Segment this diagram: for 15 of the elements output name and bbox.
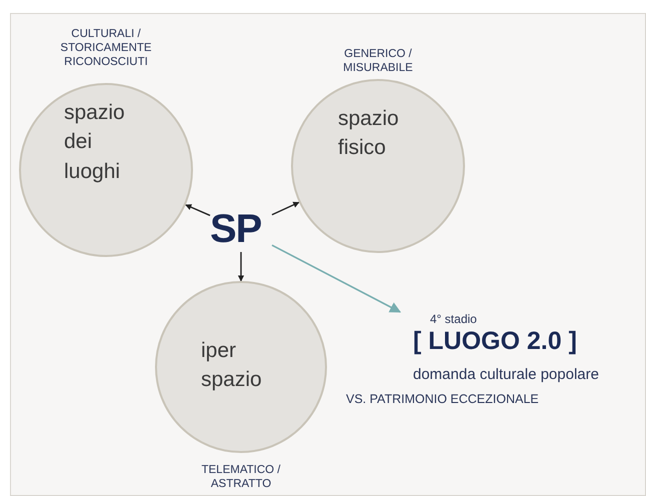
hub-label: SP bbox=[210, 206, 262, 252]
node-label: spazio dei luoghi bbox=[64, 100, 126, 185]
arrow bbox=[272, 202, 300, 216]
arrow bbox=[185, 204, 210, 216]
category-caption: TELEMATICO / ASTRATTO bbox=[200, 464, 282, 492]
arrow bbox=[238, 252, 244, 282]
node-subtitle: domanda culturale popolare bbox=[413, 366, 600, 383]
stage-label: 4° stadio bbox=[430, 312, 478, 326]
node-note: VS. PATRIMONIO ECCEZIONALE bbox=[346, 392, 540, 406]
node-label: spazio fisico bbox=[338, 106, 400, 162]
category-caption: GENERICO / MISURABILE bbox=[342, 48, 414, 76]
arrow bbox=[272, 244, 402, 313]
node-label: iper spazio bbox=[201, 338, 263, 394]
node-title: [ LUOGO 2.0 ] bbox=[413, 327, 578, 356]
category-caption: CULTURALI / STORICAMENTE RICONOSCIUTI bbox=[59, 28, 153, 70]
